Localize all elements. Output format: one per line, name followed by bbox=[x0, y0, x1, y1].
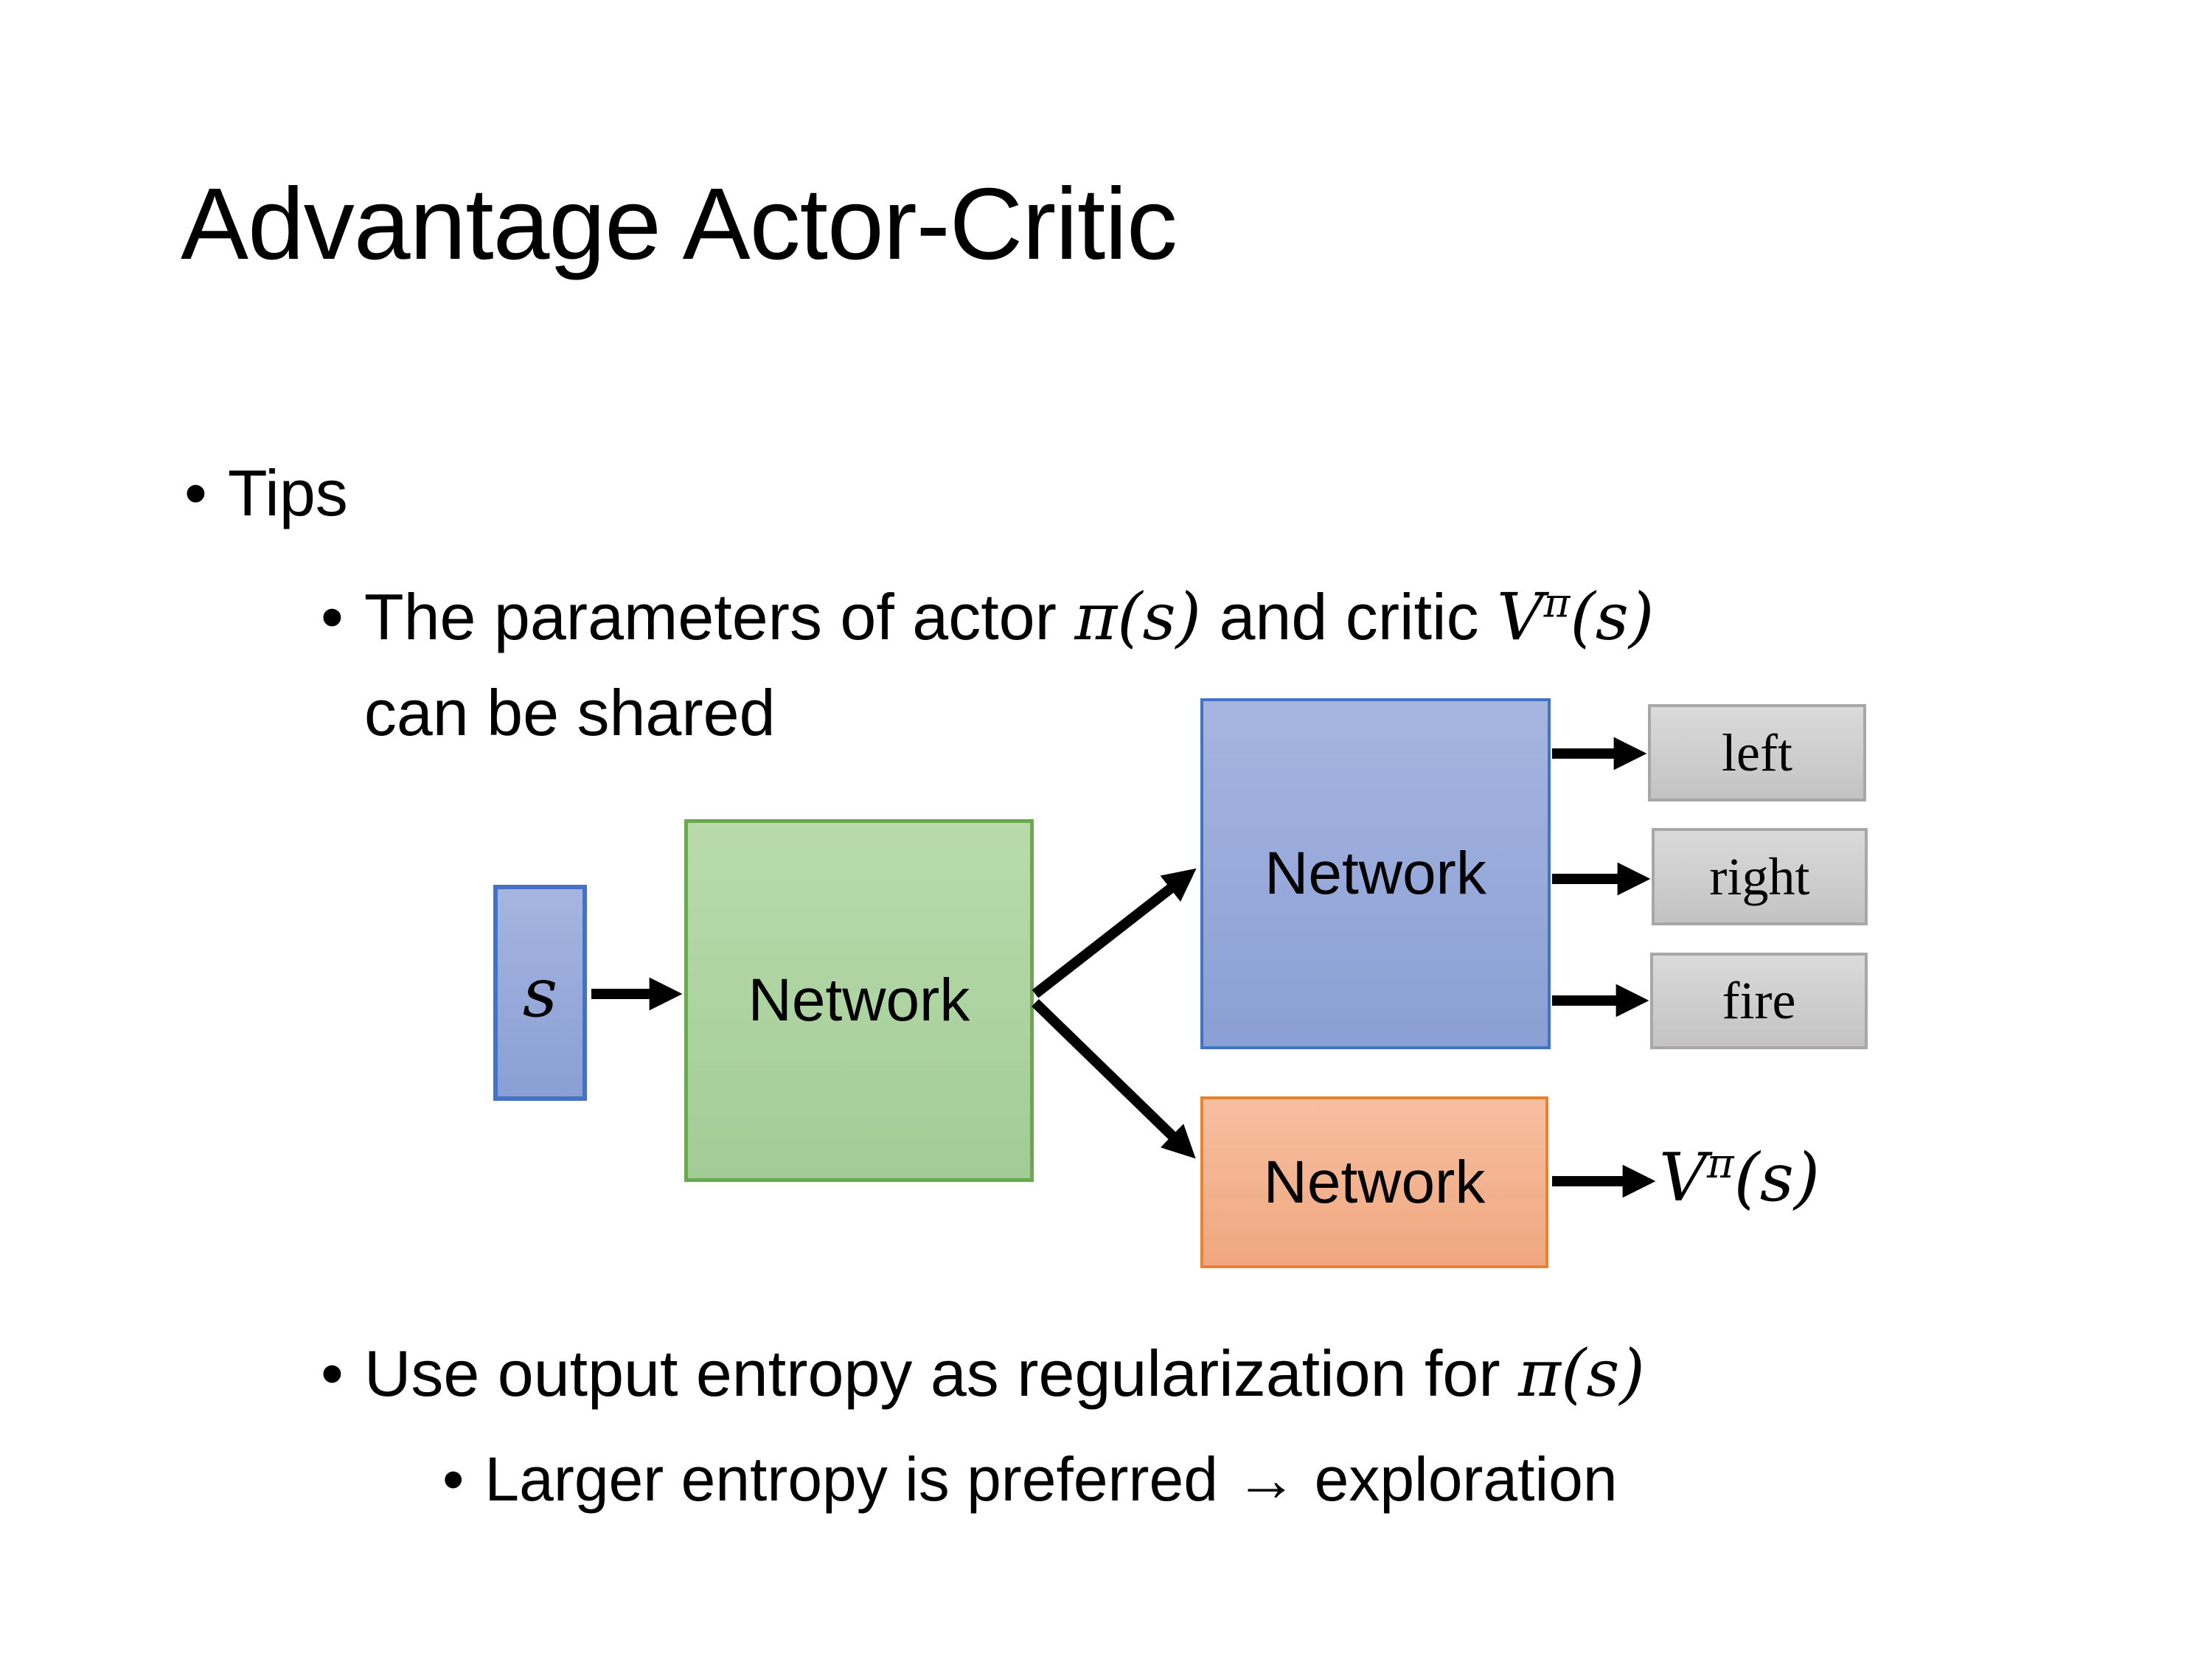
critic-network-label: Network bbox=[1263, 1148, 1486, 1216]
shared-network-label: Network bbox=[748, 967, 970, 1034]
bullet-entropy-regularization: • Use output entropy as regularization f… bbox=[321, 1326, 1645, 1422]
bullet-icon: • bbox=[321, 580, 344, 653]
bullet-tips-label: Tips bbox=[227, 456, 348, 529]
bullet-larger-entropy-label: Larger entropy is preferred → exploratio… bbox=[484, 1444, 1618, 1514]
text-segment: The parameters of actor bbox=[364, 580, 1075, 653]
shared-network-box: Network bbox=[684, 819, 1034, 1182]
math-pi-s: π(s) bbox=[1518, 1335, 1645, 1411]
actor-network-label: Network bbox=[1265, 840, 1486, 907]
arrow-shared-to-critic bbox=[1032, 998, 1196, 1159]
bullet-parameters-line2: can be shared bbox=[364, 676, 776, 750]
bullet-entropy-text: Use output entropy as regularization for… bbox=[364, 1326, 1645, 1422]
math-value-function: Vπ(s) bbox=[1497, 579, 1655, 655]
text-segment: Use output entropy as regularization for bbox=[364, 1337, 1519, 1410]
bullet-icon: • bbox=[184, 456, 207, 529]
bullet-parameters-line1: The parameters of actor π(s) and critic … bbox=[364, 569, 1654, 665]
bullet-parameters-shared: • The parameters of actor π(s) and criti… bbox=[321, 569, 1654, 761]
state-label: s bbox=[522, 953, 558, 1032]
action-box-left: left bbox=[1648, 704, 1866, 801]
page-title: Advantage Actor-Critic bbox=[181, 167, 1178, 281]
bullet-icon: • bbox=[442, 1444, 465, 1514]
action-fire-label: fire bbox=[1722, 971, 1796, 1030]
action-right-label: right bbox=[1709, 846, 1810, 906]
action-box-fire: fire bbox=[1650, 953, 1868, 1049]
critic-network-box: Network bbox=[1200, 1096, 1548, 1268]
value-output-label: Vπ(s) bbox=[1659, 1139, 1820, 1217]
arrow-shared-to-actor bbox=[1032, 868, 1197, 998]
bullet-tips: • Tips bbox=[184, 451, 348, 535]
actor-network-box: Network bbox=[1200, 698, 1551, 1049]
text-segment: and critic bbox=[1201, 580, 1498, 653]
bullet-larger-entropy: • Larger entropy is preferred → explorat… bbox=[442, 1439, 1618, 1520]
math-pi-s: π(s) bbox=[1074, 579, 1202, 655]
state-box: s bbox=[493, 885, 587, 1101]
bullet-parameters-text: The parameters of actor π(s) and critic … bbox=[364, 569, 1654, 761]
action-box-right: right bbox=[1652, 828, 1868, 925]
action-left-label: left bbox=[1722, 723, 1792, 782]
bullet-icon: • bbox=[321, 1337, 344, 1410]
